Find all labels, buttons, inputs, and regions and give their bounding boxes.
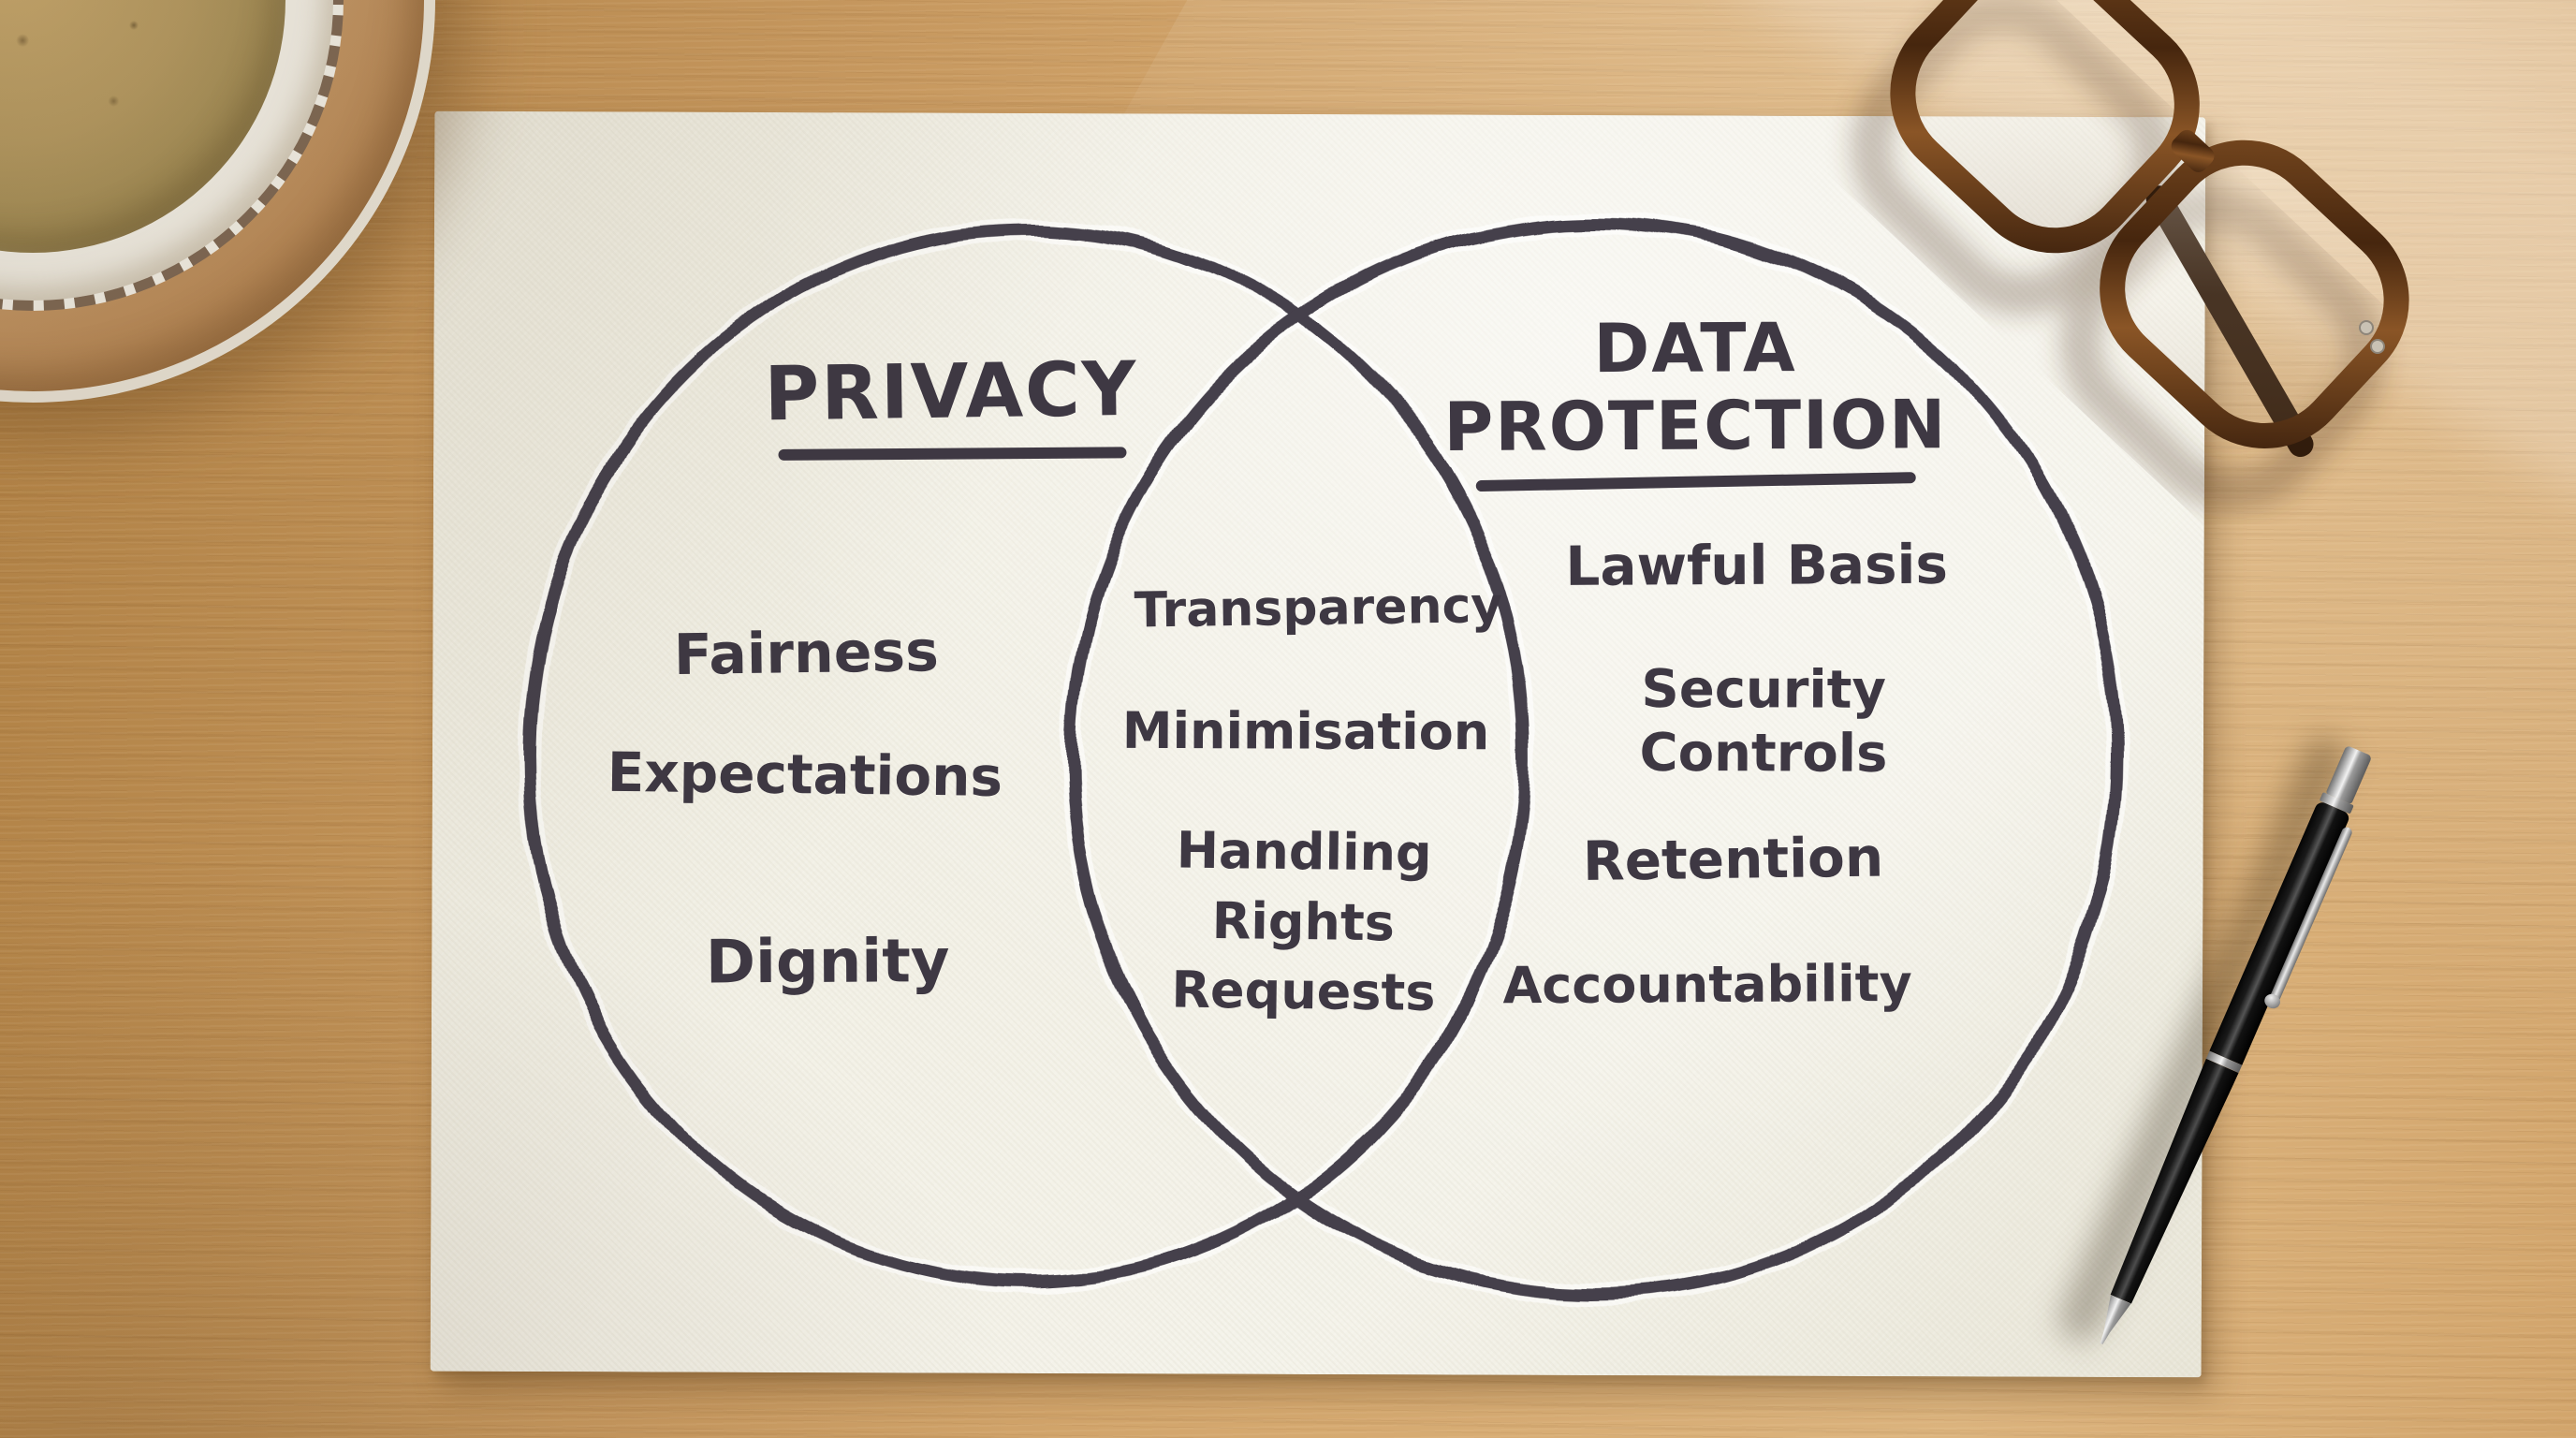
glasses-lens-right: [2100, 139, 2409, 448]
left-circle-outline: [522, 224, 1531, 1289]
overlap-item-transparency: Transparency: [1134, 578, 1503, 639]
glasses-lens-left: [1890, 0, 2200, 254]
overlap-item-handling-rights-requests: Handling Rights Requests: [1171, 820, 1436, 1022]
glasses-bridge: [2171, 129, 2215, 172]
reading-glasses: [1850, 0, 2409, 511]
left-item-fairness: Fairness: [673, 619, 940, 689]
venn-circles: [517, 212, 2128, 1306]
left-set-title: PRIVACY: [764, 345, 1139, 462]
right-circle-outline: [1065, 216, 2123, 1300]
paper-sheet: PRIVACY Fairness Expectations Dignity Tr…: [430, 110, 2206, 1378]
overlap-item-minimisation: Minimisation: [1121, 700, 1490, 762]
glasses-rivet: [2359, 320, 2374, 335]
left-item-dignity: Dignity: [705, 927, 950, 998]
right-item-accountability: Accountability: [1502, 953, 1912, 1016]
right-item-lawful-basis: Lawful Basis: [1565, 532, 1949, 598]
right-item-retention: Retention: [1582, 825, 1884, 893]
left-item-expectations: Expectations: [607, 740, 1003, 809]
left-set-title-text: PRIVACY: [763, 345, 1139, 438]
glasses-rivet-2: [2370, 339, 2385, 354]
right-item-security-controls: Security Controls: [1639, 658, 1888, 785]
